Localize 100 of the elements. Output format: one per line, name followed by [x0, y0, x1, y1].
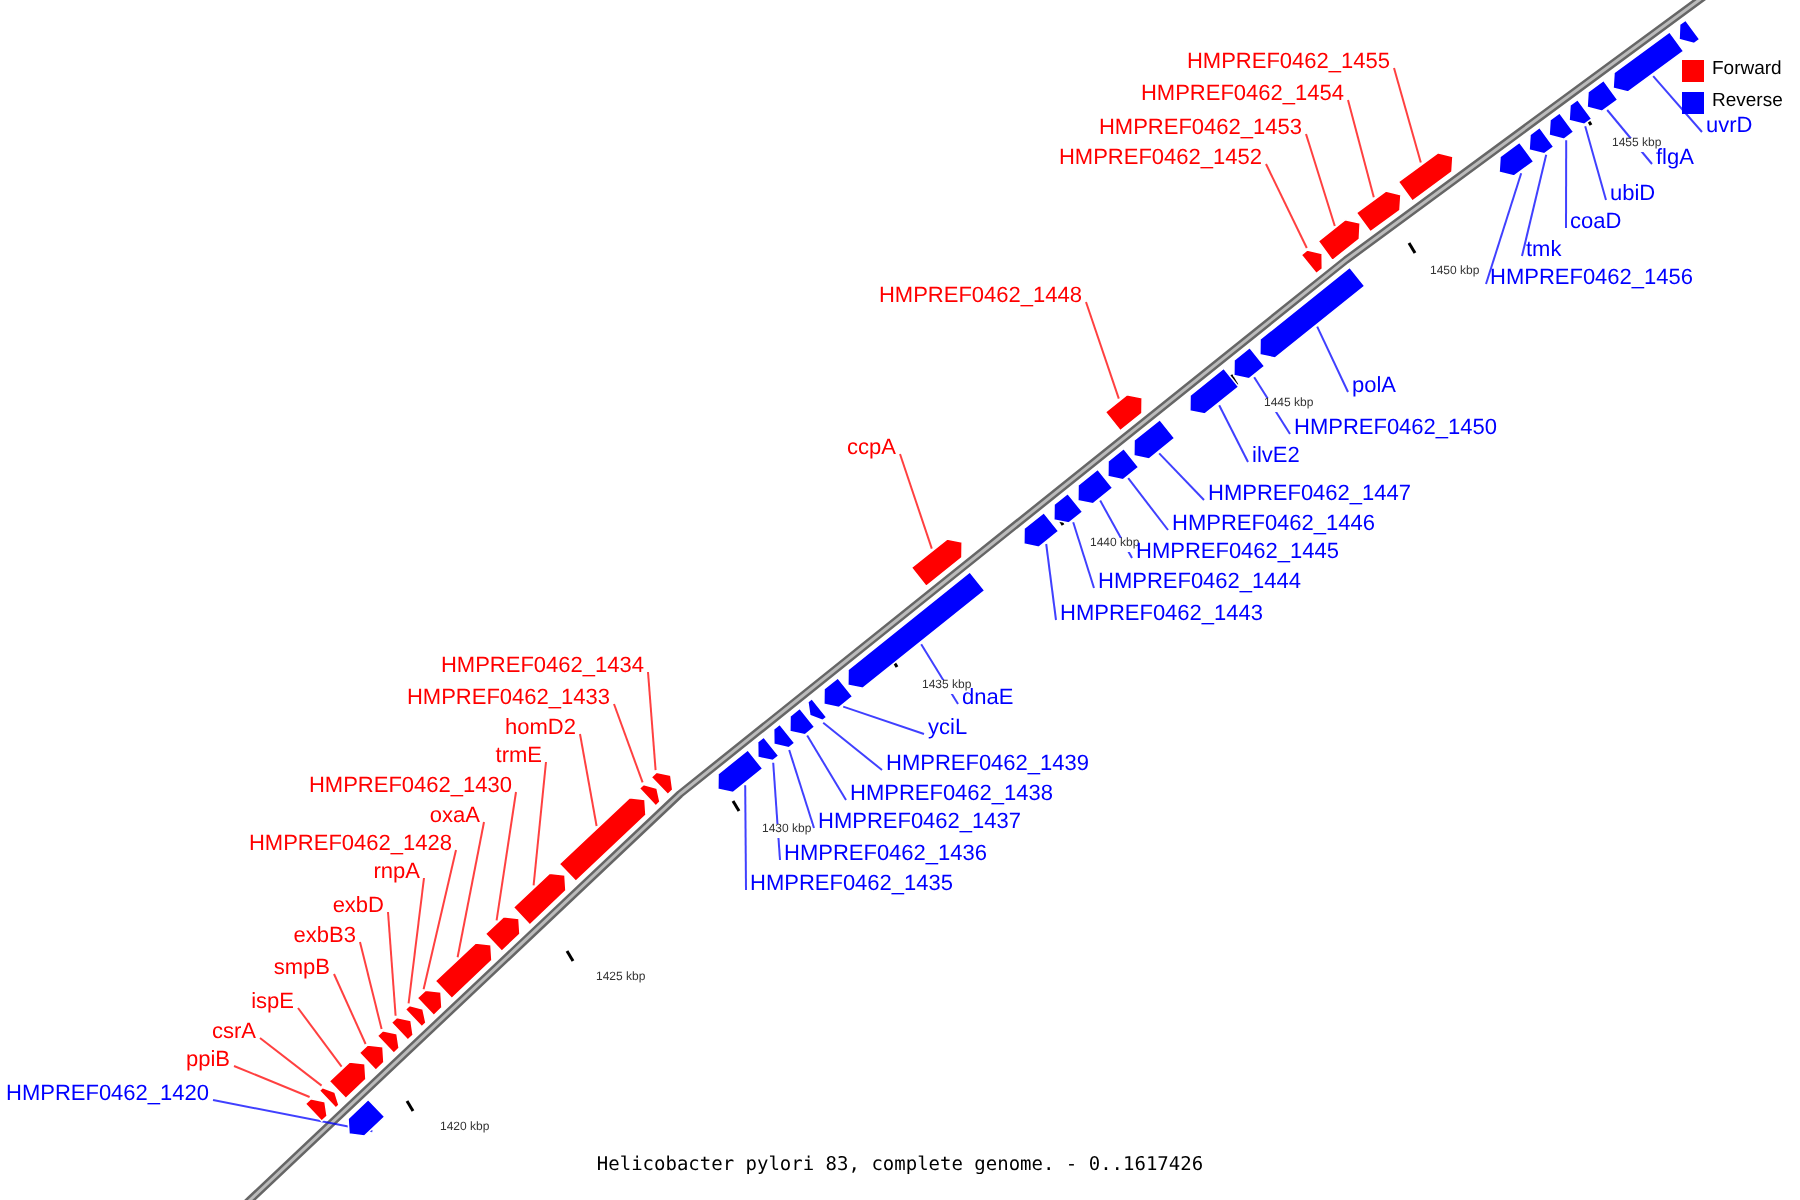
- gene-label: yciL: [928, 716, 968, 742]
- gene-label: oxaA: [429, 804, 480, 830]
- leader-line: [532, 761, 547, 887]
- gene-label: homD2: [505, 716, 576, 742]
- gene-label: trmE: [495, 744, 542, 770]
- gene-bar: [558, 796, 647, 883]
- gene-label: uvrD: [1706, 114, 1753, 140]
- gene-label: csrA: [212, 1020, 256, 1046]
- gene-bar: [484, 915, 521, 953]
- gene-label: HMPREF0462_1437: [818, 810, 1022, 836]
- leader-line: [1127, 477, 1169, 531]
- gene-bar: [390, 1016, 415, 1042]
- gene-label: ccpA: [847, 436, 896, 462]
- leader-line: [1045, 543, 1057, 621]
- gene-bar: [717, 748, 764, 794]
- gene-label: HMPREF0462_1453: [1098, 116, 1302, 142]
- gene-bar: [1548, 111, 1575, 141]
- gene-label: flgA: [1656, 146, 1694, 172]
- leader-line: [387, 911, 397, 1017]
- gene-bar: [328, 1061, 367, 1100]
- gene-bar: [1104, 393, 1143, 432]
- leader-line: [822, 721, 883, 771]
- leader-line: [1218, 404, 1249, 463]
- gene-bar: [318, 1086, 340, 1110]
- gene-label: HMPREF0462_1450: [1294, 416, 1498, 442]
- leader-line: [422, 849, 457, 991]
- leader-line: [744, 784, 747, 891]
- gene-bar: [1498, 141, 1535, 177]
- gene-bar: [1317, 218, 1362, 262]
- gene-label: HMPREF0462_1447: [1208, 482, 1412, 508]
- gene-bar: [404, 1004, 427, 1028]
- leader-line: [1393, 67, 1422, 164]
- gene-bar: [823, 676, 854, 709]
- gene-bar: [416, 989, 443, 1017]
- leader-line: [1072, 521, 1095, 589]
- leader-line: [842, 705, 925, 735]
- gene-label: exbB3: [293, 924, 356, 950]
- gene-label: ispE: [251, 990, 294, 1016]
- gene-bar: [1259, 266, 1366, 359]
- gene-bar: [910, 538, 963, 588]
- gene-bar: [650, 771, 674, 796]
- leader-line: [788, 749, 815, 829]
- gene-label: HMPREF0462_1454: [1140, 82, 1344, 108]
- leader-line: [212, 1099, 374, 1133]
- leader-line: [1485, 172, 1523, 285]
- leader-line: [806, 734, 847, 801]
- gene-bar: [347, 1098, 386, 1137]
- gene-bar: [1189, 367, 1240, 415]
- leader-line: [1316, 325, 1349, 393]
- leader-line: [772, 761, 781, 861]
- gene-bar: [1023, 511, 1060, 549]
- gene-bar: [304, 1097, 329, 1123]
- gene-label: ubiD: [1610, 182, 1656, 208]
- gene-bar: [358, 1044, 385, 1072]
- gene-label: ilvE2: [1252, 444, 1300, 470]
- gene-label: HMPREF0462_1455: [1186, 50, 1390, 76]
- gene-bar: [1133, 418, 1176, 460]
- gene-label: HMPREF0462_1446: [1172, 512, 1376, 538]
- leader-line: [456, 821, 485, 959]
- leader-line: [1265, 163, 1308, 249]
- gene-bar: [1300, 249, 1324, 275]
- gene-label: HMPREF0462_1436: [784, 842, 988, 868]
- gene-label: polA: [1352, 374, 1397, 400]
- gene-bar: [1233, 346, 1266, 380]
- gene-bar: [1678, 18, 1701, 45]
- gene-label: rnpA: [373, 860, 420, 886]
- leader-line: [259, 1037, 323, 1087]
- gene-bar: [806, 697, 828, 722]
- leader-line: [407, 877, 425, 1005]
- leader-line: [1158, 452, 1205, 501]
- gene-label: HMPREF0462_1445: [1136, 540, 1340, 566]
- gene-label: HMPREF0462_1439: [886, 752, 1090, 778]
- gene-bar: [1528, 126, 1555, 155]
- legend-label: Forward: [1712, 58, 1782, 82]
- gene-bar: [376, 1029, 401, 1055]
- legend-label: Reverse: [1712, 90, 1783, 114]
- leader-line: [359, 941, 383, 1030]
- leader-line: [495, 791, 517, 922]
- gene-bar: [1586, 79, 1619, 113]
- gene-bar: [434, 942, 493, 1000]
- gene-bar: [756, 735, 780, 762]
- leader-line: [333, 973, 367, 1045]
- leader-line: [297, 1007, 343, 1068]
- gene-bar: [1612, 30, 1685, 93]
- gene-bar: [1568, 98, 1593, 126]
- gene-label: tmk: [1526, 238, 1562, 264]
- leader-line: [1584, 125, 1607, 201]
- gene-bar: [772, 723, 796, 749]
- gene-label: HMPREF0462_1430: [308, 774, 512, 800]
- gene-label: HMPREF0462_1428: [248, 832, 452, 858]
- gene-label: exbD: [332, 894, 384, 920]
- gene-label: HMPREF0462_1420: [6, 1082, 210, 1108]
- leader-line: [579, 733, 598, 827]
- gene-bar: [789, 707, 816, 736]
- gene-label: HMPREF0462_1434: [440, 654, 644, 680]
- gene-label: coaD: [1570, 210, 1622, 236]
- leader-line: [1347, 99, 1375, 199]
- leader-line: [1305, 133, 1336, 227]
- leader-line: [1652, 75, 1703, 133]
- leader-line: [1085, 301, 1120, 400]
